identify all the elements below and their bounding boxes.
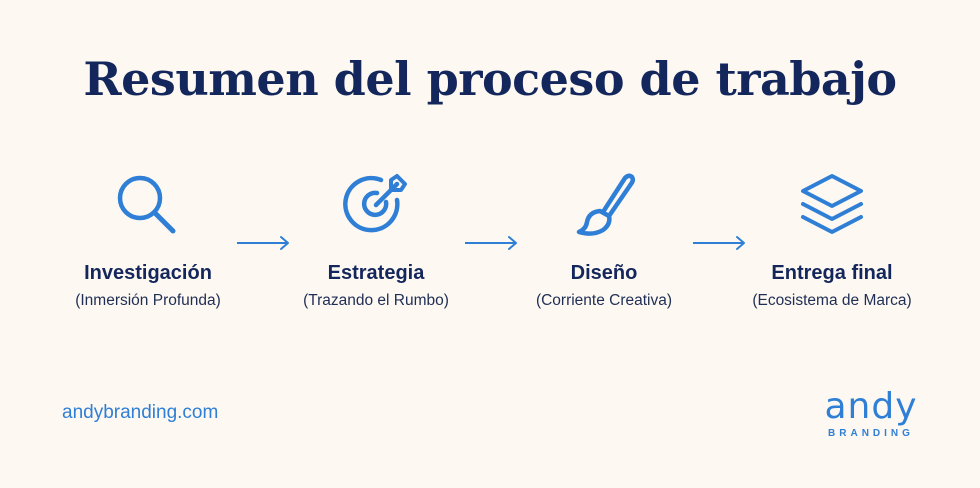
logo-wordmark: andy bbox=[824, 386, 918, 427]
step-label: Investigación bbox=[84, 262, 212, 284]
step-sublabel: (Trazando el Rumbo) bbox=[303, 292, 449, 309]
arrow-icon bbox=[465, 236, 517, 250]
step-sublabel: (Ecosistema de Marca) bbox=[752, 292, 912, 309]
step-strategy: Estrategia (Trazando el Rumbo) bbox=[266, 168, 486, 310]
target-icon bbox=[343, 174, 407, 233]
arrow-icon bbox=[693, 236, 745, 250]
step-label: Diseño bbox=[570, 262, 638, 284]
step-sublabel: (Corriente Creativa) bbox=[535, 292, 673, 309]
paintbrush-icon bbox=[576, 173, 636, 236]
step-sublabel: (Inmersión Profunda) bbox=[75, 292, 221, 309]
page-title: Resumen del proceso de trabajo bbox=[83, 52, 897, 106]
step-design: Diseño (Corriente Creativa) bbox=[494, 168, 714, 310]
arrow-icon bbox=[237, 236, 289, 250]
search-icon bbox=[117, 175, 176, 234]
logo-subtitle: BRANDING bbox=[828, 428, 914, 439]
layers-icon bbox=[801, 174, 863, 234]
step-research: Investigación (Inmersión Profunda) bbox=[38, 168, 258, 310]
step-delivery: Entrega final (Ecosistema de Marca) bbox=[722, 168, 942, 310]
step-label: Entrega final bbox=[771, 262, 893, 284]
website-link[interactable]: andybranding.com bbox=[62, 402, 219, 423]
step-label: Estrategia bbox=[327, 262, 425, 284]
brand-logo: andy BRANDING bbox=[816, 386, 926, 442]
